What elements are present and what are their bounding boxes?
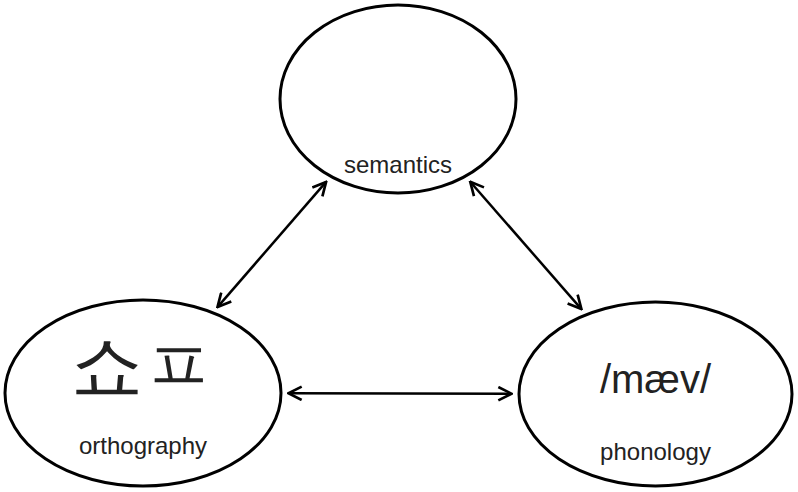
double-arrow bbox=[218, 182, 326, 306]
node-label: orthography bbox=[79, 432, 207, 460]
ellipse-border bbox=[5, 300, 281, 486]
node-symbol: 쇼ㅍ bbox=[71, 324, 215, 408]
ellipse-border bbox=[519, 302, 792, 486]
ellipse-node: 쇼ㅍ orthography bbox=[3, 298, 283, 488]
node-label: phonology bbox=[600, 438, 711, 466]
ellipse-border bbox=[280, 5, 516, 193]
double-arrow bbox=[289, 392, 511, 395]
ellipse-node: semantics bbox=[278, 3, 518, 195]
double-arrow bbox=[471, 182, 581, 308]
ellipse-node: /mæv/phonology bbox=[517, 300, 794, 488]
node-label: semantics bbox=[344, 151, 452, 179]
node-symbol: /mæv/ bbox=[600, 356, 711, 402]
